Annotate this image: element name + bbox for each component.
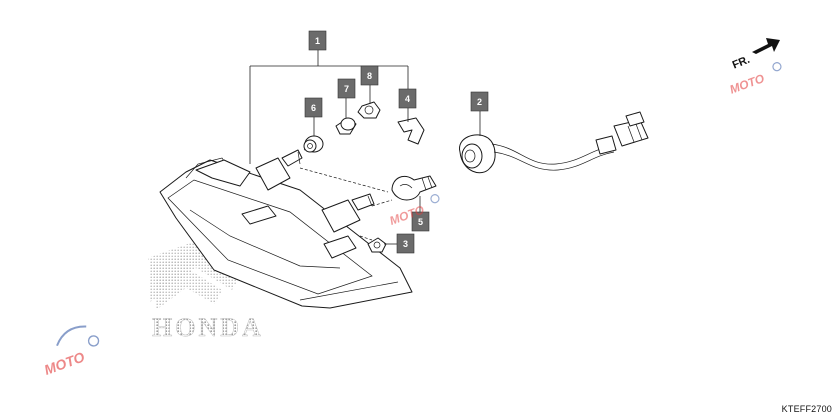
part-6-grommet <box>303 135 324 153</box>
honda-watermark-text: HONDA <box>152 313 264 342</box>
part-7-bolt <box>335 117 357 135</box>
callout-3: 3 <box>396 233 415 254</box>
part-5-bulb <box>391 175 437 201</box>
callout-4: 4 <box>398 88 417 109</box>
callout-8: 8 <box>360 65 379 86</box>
moto-watermark-bottom-left: MOTO <box>42 325 100 378</box>
svg-text:3: 3 <box>403 239 408 249</box>
svg-text:4: 4 <box>405 94 410 104</box>
svg-text:6: 6 <box>311 103 316 113</box>
part-2-socket-harness <box>459 111 649 174</box>
drawing-code: KTEFF2700 <box>781 404 832 414</box>
svg-text:8: 8 <box>367 71 372 81</box>
callout-1: 1 <box>308 30 327 51</box>
front-arrow-icon <box>752 38 780 54</box>
callout-6: 6 <box>304 97 323 118</box>
callout-7: 7 <box>337 78 356 99</box>
part-4-clip <box>397 117 425 145</box>
front-direction-label: FR. <box>731 54 752 72</box>
tail-light-housing <box>159 157 413 309</box>
callout-1-bracket <box>249 50 409 164</box>
svg-text:7: 7 <box>344 84 349 94</box>
callout-2: 2 <box>470 91 489 112</box>
svg-text:MOTO: MOTO <box>42 349 87 378</box>
callout-5: 5 <box>411 211 430 232</box>
housing-socket-upper <box>255 149 303 191</box>
svg-text:1: 1 <box>315 36 320 46</box>
svg-text:2: 2 <box>477 97 482 107</box>
part-3-nut <box>367 237 387 253</box>
svg-text:MOTO: MOTO <box>728 71 767 97</box>
housing-socket-lower <box>321 193 375 233</box>
svg-text:5: 5 <box>418 217 423 227</box>
part-8-nut <box>357 101 381 119</box>
